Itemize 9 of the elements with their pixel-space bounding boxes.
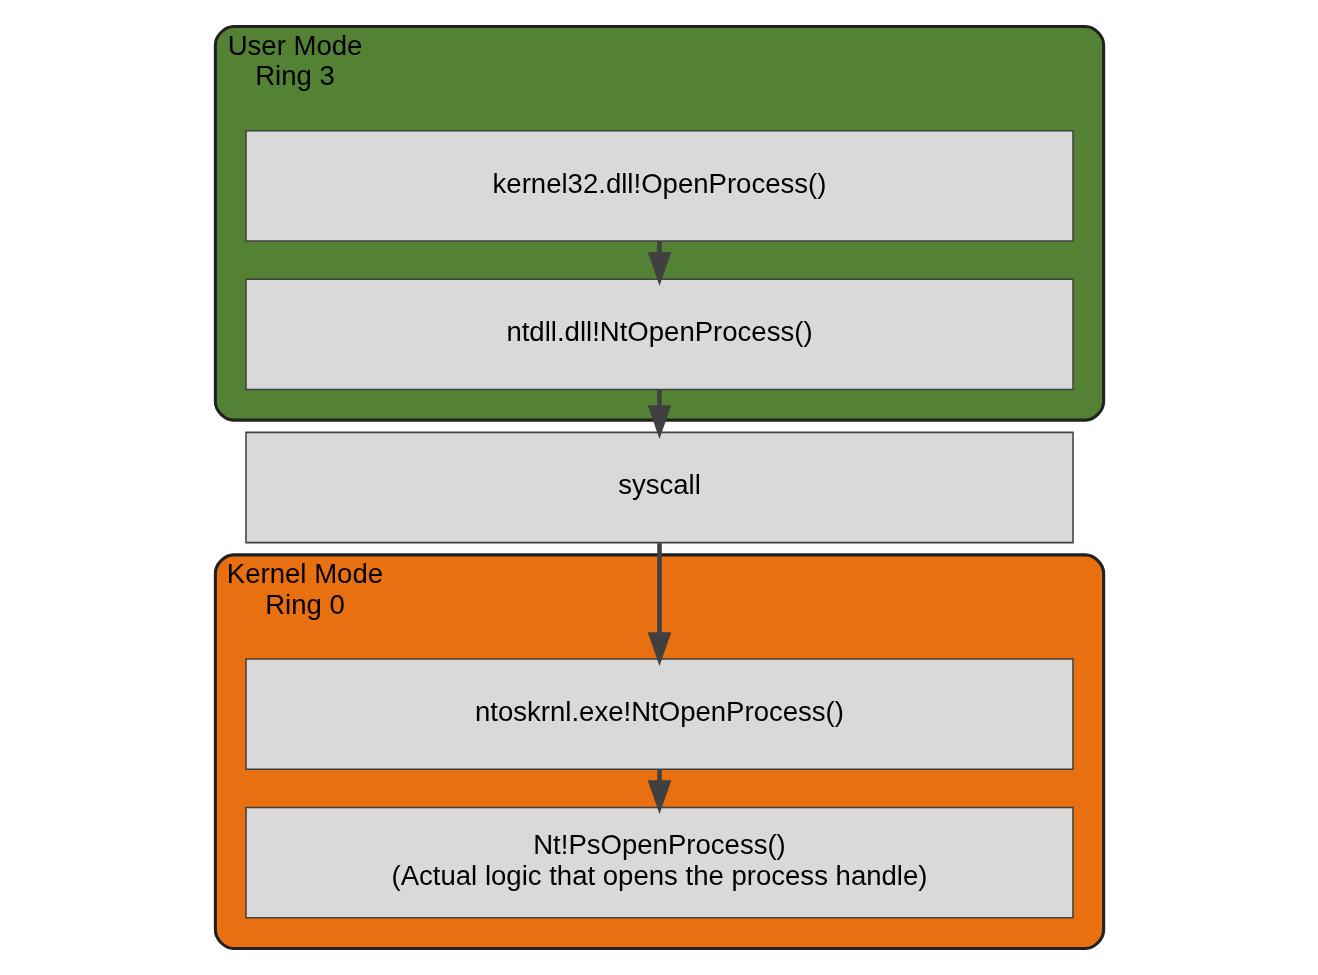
node-box: ntdll.dll!NtOpenProcess() [244, 278, 1074, 391]
arrow [647, 769, 671, 815]
arrow [647, 241, 671, 286]
arrow [647, 389, 671, 440]
node-box: ntoskrnl.exe!NtOpenProcess() [244, 658, 1074, 771]
arrow [647, 543, 671, 666]
node-box: Nt!PsOpenProcess() (Actual logic that opens the process handle) [244, 806, 1074, 919]
node-box: kernel32.dll!OpenProcess() [244, 129, 1074, 242]
node-box: syscall [244, 431, 1074, 544]
